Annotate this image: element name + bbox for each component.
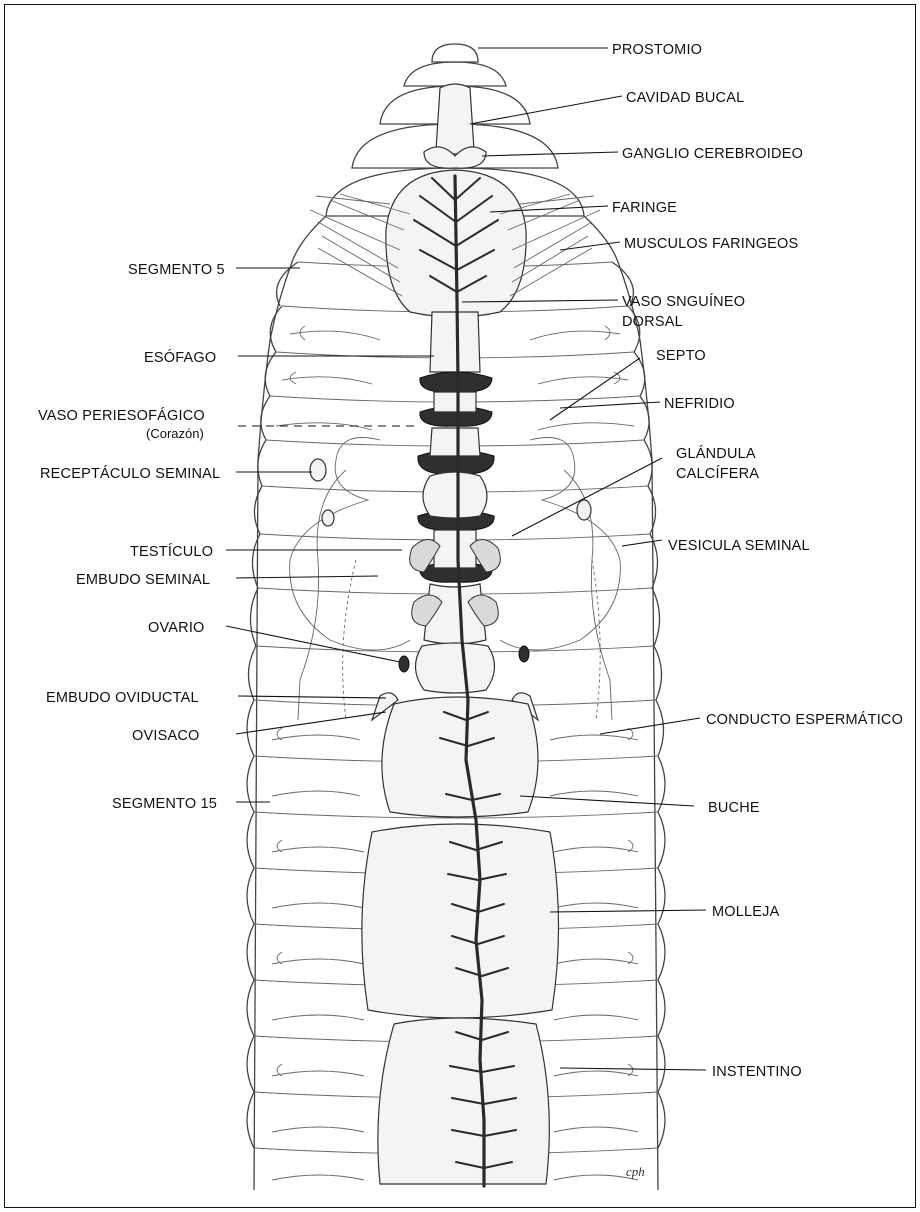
label-cavidad-bucal: CAVIDAD BUCAL (626, 90, 744, 106)
receptaculo-right (577, 500, 591, 520)
label-faringe: FARINGE (612, 200, 677, 216)
corazon-1 (420, 372, 492, 392)
label-vaso-periesofagico-1: VASO PERIESOFÁGICO (38, 407, 205, 424)
ovario-left (399, 656, 409, 672)
label-segmento-5: SEGMENTO 5 (128, 262, 225, 278)
label-vaso-dorsal-2: DORSAL (622, 314, 683, 330)
conducto-espermatico-left (343, 560, 356, 720)
label-ovisaco: OVISACO (132, 728, 199, 744)
cavidad-bucal-shape (436, 84, 474, 154)
head-segment-1 (404, 62, 506, 86)
esofago-section (434, 530, 476, 568)
label-septo: SEPTO (656, 348, 706, 364)
label-vaso-periesofagico-2: (Corazón) (146, 426, 204, 441)
label-testiculo: TESTÍCULO (130, 543, 213, 560)
label-glandula-2: CALCÍFERA (676, 465, 759, 482)
esofago-section (430, 428, 480, 456)
receptaculo-left (310, 459, 326, 481)
label-vaso-dorsal-1: VASO SNGUÍNEO (622, 293, 745, 310)
label-segmento-15: SEGMENTO 15 (112, 796, 217, 812)
label-prostomio: PROSTOMIO (612, 42, 702, 58)
label-ganglio-cerebroideo: GANGLIO CEREBROIDEO (622, 146, 803, 162)
label-vesicula-seminal: VESICULA SEMINAL (668, 538, 810, 554)
label-esofago: ESÓFAGO (144, 349, 216, 366)
glandula-calcifera-shape (423, 472, 487, 518)
label-receptaculo-seminal: RECEPTÁCULO SEMINAL (40, 465, 220, 482)
esofago-shape (430, 312, 480, 372)
label-musculos-faringeos: MUSCULOS FARINGEOS (624, 236, 798, 252)
molleja-shape (362, 824, 559, 1018)
esofago-section (434, 392, 476, 412)
buche-shape (382, 697, 538, 817)
label-conducto-espermatico: CONDUCTO ESPERMÁTICO (706, 711, 903, 728)
label-embudo-seminal: EMBUDO SEMINAL (76, 572, 210, 588)
prostomio-shape (432, 44, 478, 62)
ovario-right (519, 646, 529, 662)
label-embudo-oviductal: EMBUDO OVIDUCTAL (46, 690, 199, 706)
conducto-espermatico-right (592, 560, 600, 720)
label-ovario: OVARIO (148, 620, 205, 636)
label-instentino: INSTENTINO (712, 1064, 802, 1080)
label-nefridio: NEFRIDIO (664, 396, 735, 412)
artist-signature: cph (626, 1164, 645, 1179)
label-buche: BUCHE (708, 800, 760, 816)
label-glandula-1: GLÁNDULA (676, 445, 756, 462)
receptaculo-left-2 (322, 510, 334, 526)
label-molleja: MOLLEJA (712, 904, 780, 920)
esofago-section (415, 643, 494, 693)
